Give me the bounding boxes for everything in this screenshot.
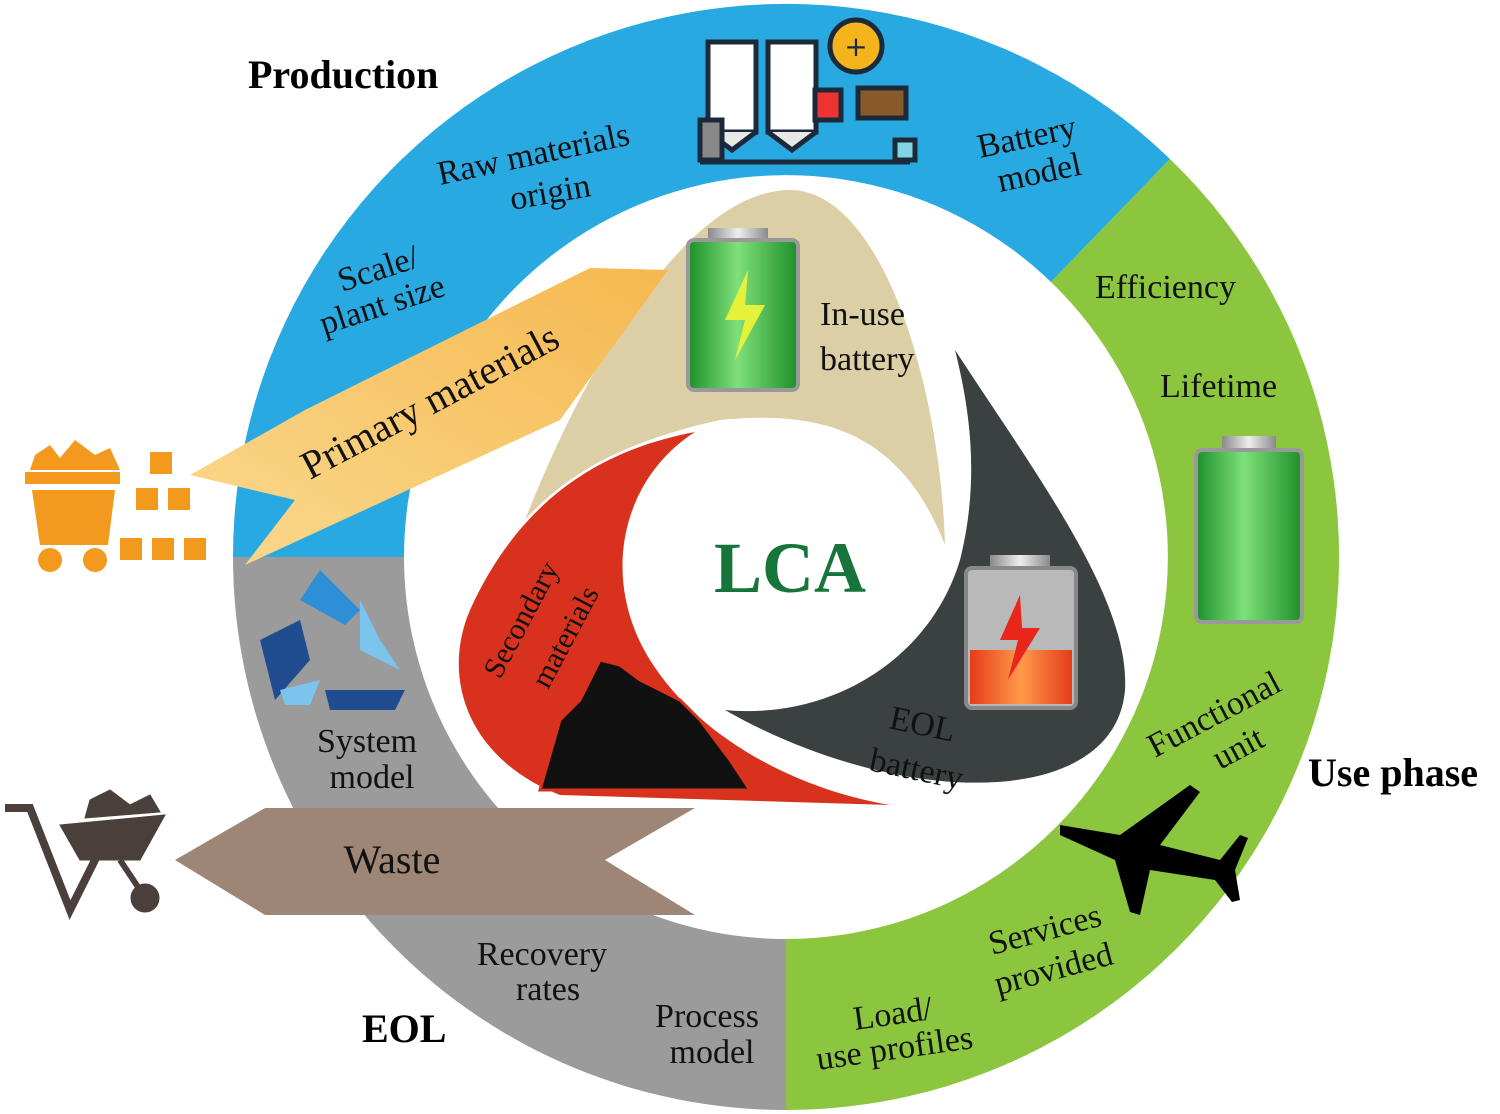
svg-text:+: + — [844, 30, 867, 63]
efficiency-label: Efficiency — [1095, 269, 1236, 306]
lifetime-label: Lifetime — [1160, 368, 1277, 405]
production-heading: Production — [248, 52, 438, 97]
process-model-label-2: model — [670, 1034, 755, 1071]
system-model-label-2: model — [330, 759, 415, 796]
recovery-rates-label-2: rates — [516, 971, 580, 1008]
in-use-battery-label-2: battery — [820, 341, 914, 378]
wheelbarrow-icon — [5, 789, 166, 920]
battery-charged-icon — [686, 228, 800, 392]
recycle-icon — [260, 570, 405, 710]
battery-low-icon — [964, 555, 1078, 710]
battery-full-icon — [1194, 436, 1304, 624]
recovery-rates-label: Recovery — [477, 936, 607, 973]
scrap-pile-icon — [538, 658, 753, 792]
lca-title: LCA — [714, 528, 866, 608]
ore-cart-icon — [25, 440, 206, 572]
factory-icon: + — [697, 17, 918, 165]
use-phase-heading: Use phase — [1308, 750, 1478, 795]
waste-label: Waste — [344, 837, 441, 882]
production-segment — [233, 3, 1170, 558]
process-model-label: Process — [655, 998, 759, 1035]
in-use-battery-label: In-use — [820, 296, 905, 333]
airplane-icon — [1060, 785, 1248, 915]
primary-materials-arrow — [190, 268, 668, 565]
system-model-label: System — [317, 723, 417, 760]
waste-arrow — [175, 808, 695, 915]
eol-heading: EOL — [362, 1006, 446, 1051]
